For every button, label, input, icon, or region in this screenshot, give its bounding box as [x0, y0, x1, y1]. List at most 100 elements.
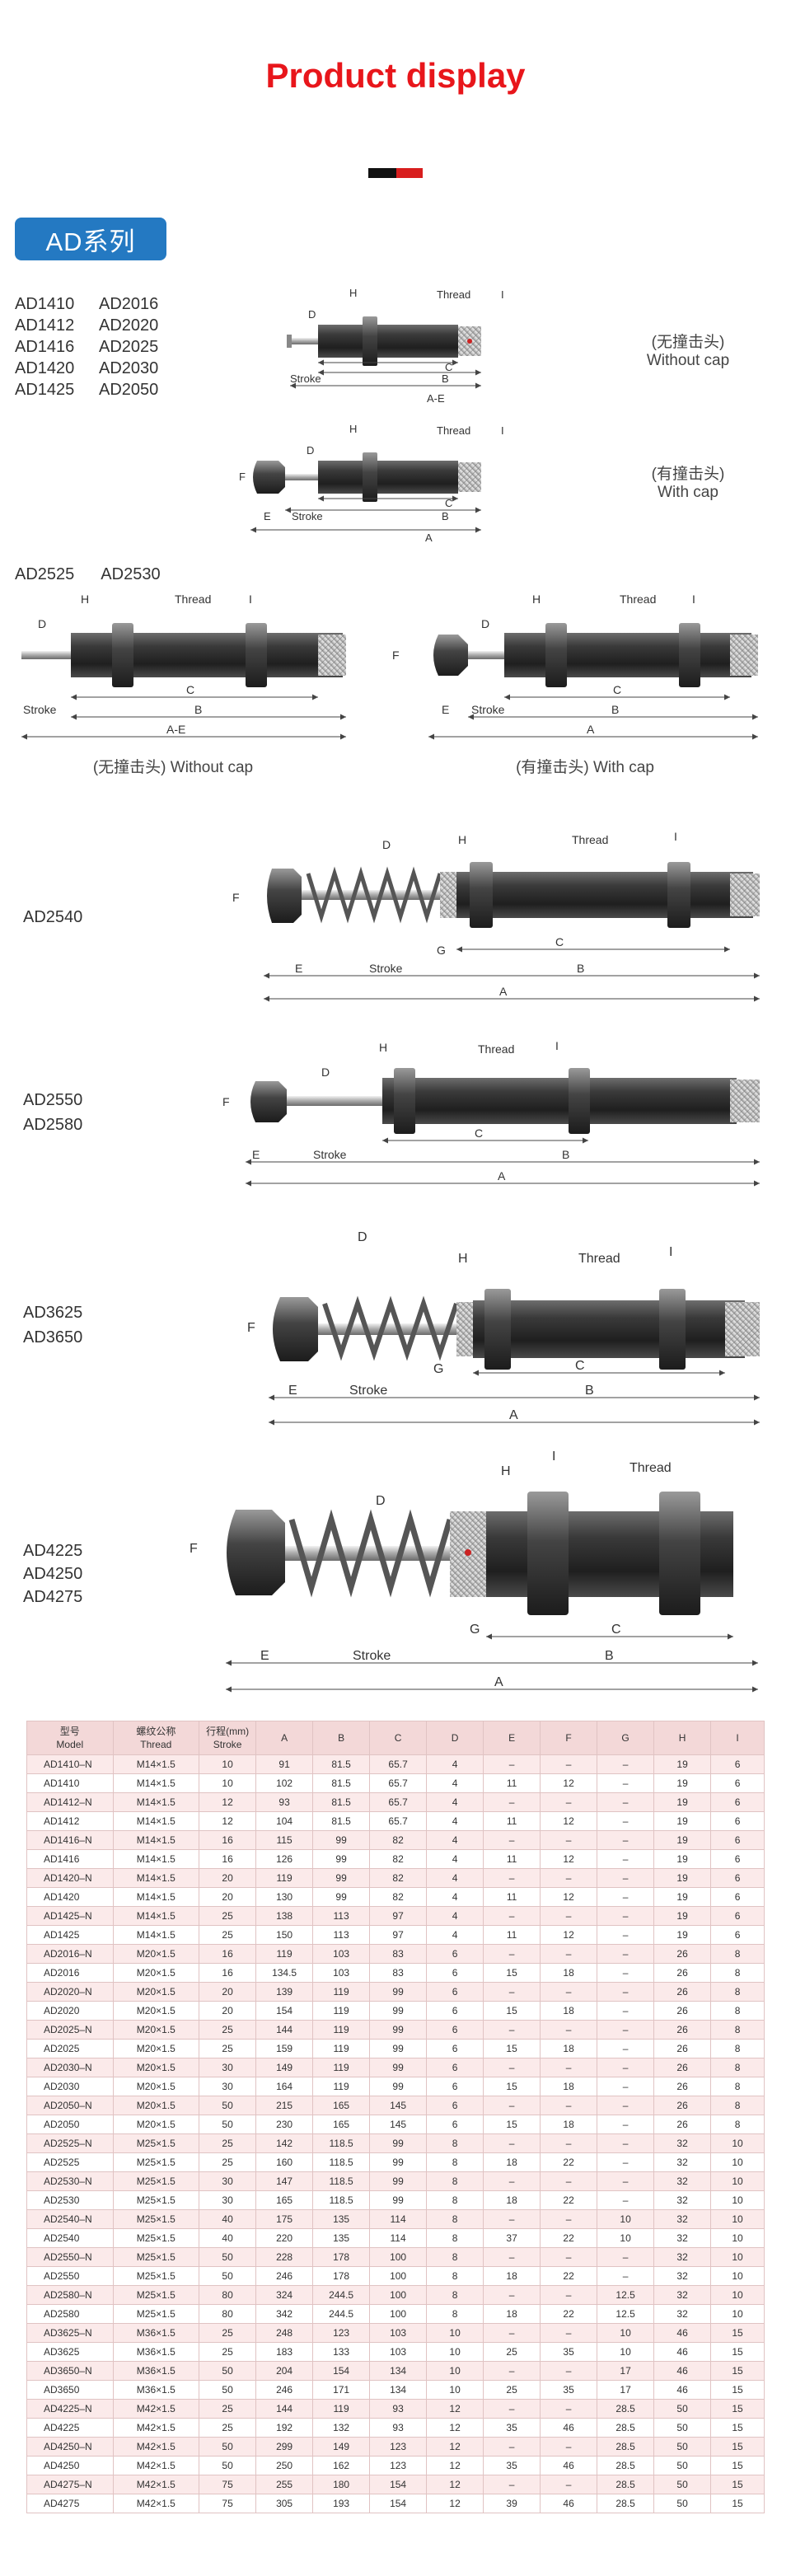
table-cell: – — [597, 2115, 655, 2134]
table-cell: M14×1.5 — [112, 1830, 200, 1850]
lock-nut — [484, 1289, 511, 1370]
table-cell: 8 — [426, 2285, 484, 2305]
table-cell: 147 — [255, 2171, 314, 2191]
model-label: AD2025 — [99, 338, 159, 356]
table-cell: M42×1.5 — [112, 2475, 200, 2494]
body-cylinder — [71, 633, 343, 677]
model-label: AD3625 — [23, 1304, 83, 1322]
table-cell: – — [483, 2399, 541, 2419]
piston-rod — [318, 1323, 458, 1335]
table-cell: 119 — [312, 2020, 371, 2040]
table-cell: – — [540, 2399, 598, 2419]
column-header-en: Thread — [140, 1739, 172, 1750]
table-cell: – — [483, 1754, 541, 1774]
caption-with-cap: (有撞击头) With cap — [610, 461, 766, 502]
table-cell-model: AD1425–N — [26, 1906, 114, 1926]
table-cell: – — [597, 1811, 655, 1831]
table-cell: 22 — [540, 2190, 598, 2210]
table-cell: M25×1.5 — [112, 2304, 200, 2324]
table-cell: 12 — [199, 1811, 257, 1831]
table-cell-model: AD1416 — [26, 1849, 114, 1869]
table-cell: 19 — [653, 1792, 712, 1812]
table-cell-model: AD1412 — [26, 1811, 114, 1831]
table-cell: 50 — [199, 2361, 257, 2381]
dim-label-g: G — [437, 944, 446, 957]
model-label: AD1416 — [15, 338, 75, 356]
table-cell: 134 — [369, 2361, 428, 2381]
table-cell: – — [483, 2475, 541, 2494]
diagram-group1-with-cap: H Thread I D F C B E Stroke A — [239, 416, 593, 548]
table-cell: 118.5 — [312, 2152, 371, 2172]
column-header-en: C — [394, 1732, 402, 1744]
dim-label-h: H — [458, 1252, 468, 1266]
table-cell: 28.5 — [597, 2399, 655, 2419]
table-cell: 99 — [369, 2058, 428, 2077]
table-cell: 119 — [255, 1944, 314, 1964]
table-cell: 100 — [369, 2285, 428, 2305]
table-cell: 25 — [199, 2418, 257, 2438]
model-label: AD2030 — [99, 359, 159, 377]
table-cell: M20×1.5 — [112, 2058, 200, 2077]
model-label: AD3650 — [23, 1328, 83, 1347]
dim-label-e: E — [264, 510, 271, 522]
table-cell: 248 — [255, 2323, 314, 2343]
table-cell-model: AD2530–N — [26, 2171, 114, 2191]
table-cell: M36×1.5 — [112, 2342, 200, 2362]
table-cell: 83 — [369, 1963, 428, 1983]
table-cell: 10 — [710, 2209, 765, 2229]
table-cell: 4 — [426, 1925, 484, 1945]
table-cell: – — [597, 1887, 655, 1907]
table-cell: M25×1.5 — [112, 2190, 200, 2210]
dim-label-b: B — [194, 703, 202, 716]
table-cell: 99 — [312, 1849, 371, 1869]
lock-nut — [470, 862, 493, 928]
caption-with-cap: (有撞击头) With cap — [516, 759, 654, 776]
table-cell: 6 — [426, 2039, 484, 2058]
table-cell: M14×1.5 — [112, 1811, 200, 1831]
table-cell: 25 — [199, 2342, 257, 2362]
table-cell: M25×1.5 — [112, 2247, 200, 2267]
table-cell: 12 — [540, 1849, 598, 1869]
table-cell: 15 — [710, 2418, 765, 2438]
table-cell-model: AD1412–N — [26, 1792, 114, 1812]
table-cell-model: AD1425 — [26, 1925, 114, 1945]
table-cell: 103 — [369, 2342, 428, 2362]
table-cell-model: AD2580 — [26, 2304, 114, 2324]
lock-nut — [112, 623, 133, 687]
table-cell: 50 — [653, 2437, 712, 2457]
table-cell-model: AD1410 — [26, 1773, 114, 1793]
table-cell: 80 — [199, 2285, 257, 2305]
model-label: AD2530 — [101, 565, 161, 583]
dim-label-f: F — [222, 1095, 230, 1108]
table-cell: 19 — [653, 1906, 712, 1926]
table-cell: 6 — [710, 1887, 765, 1907]
model-label: AD2050 — [99, 381, 159, 399]
table-cell: 100 — [369, 2266, 428, 2286]
table-cell: – — [597, 2096, 655, 2115]
table-cell: 46 — [653, 2361, 712, 2381]
table-cell: 154 — [369, 2494, 428, 2513]
table-cell: 10 — [710, 2285, 765, 2305]
table-cell: 119 — [312, 1982, 371, 2002]
dim-label-d: D — [481, 617, 489, 630]
lock-nut — [363, 452, 377, 502]
column-header: F — [540, 1721, 598, 1755]
table-cell: 82 — [369, 1868, 428, 1888]
dim-label-a: A — [498, 1169, 506, 1183]
dim-label-stroke: Stroke — [471, 703, 505, 716]
table-cell: M20×1.5 — [112, 2096, 200, 2115]
dim-label-stroke: Stroke — [290, 372, 321, 385]
column-header: D — [426, 1721, 484, 1755]
table-cell: 6 — [426, 2077, 484, 2096]
body-cylinder — [382, 1078, 737, 1124]
table-cell: 118.5 — [312, 2171, 371, 2191]
model-label: AD2540 — [23, 908, 83, 926]
table-cell: 8 — [710, 2096, 765, 2115]
table-cell: 15 — [710, 2494, 765, 2513]
dim-label-h: H — [532, 592, 541, 606]
table-cell: 93 — [369, 2399, 428, 2419]
table-cell: M14×1.5 — [112, 1868, 200, 1888]
